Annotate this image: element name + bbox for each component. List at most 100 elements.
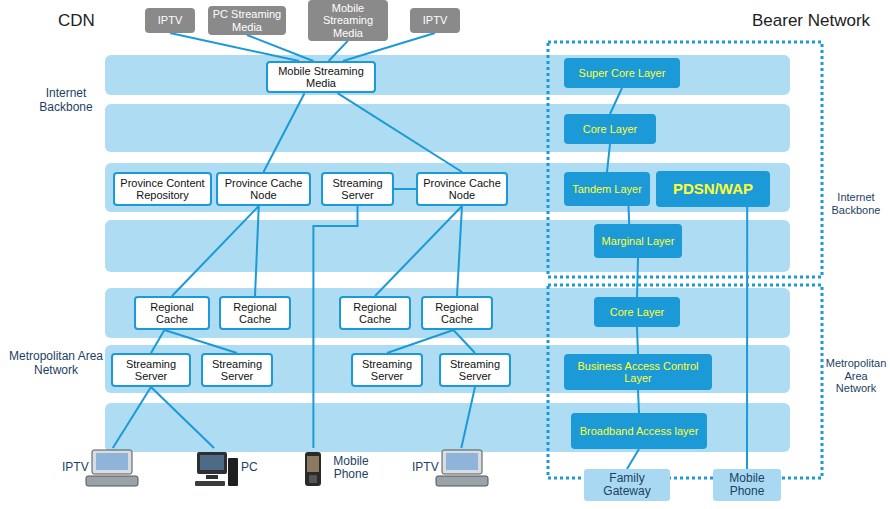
node-text: Mobile Streaming Media [311, 2, 385, 38]
region-label: Metropolitan Area Network [824, 357, 888, 395]
node-text: Regional Cache [426, 301, 488, 325]
connector-line [461, 387, 475, 448]
layer-box: Core Layer [594, 297, 680, 327]
terminal-device: Mobile Phone [302, 448, 378, 488]
gateway-box: PDSN/WAP [656, 171, 770, 207]
terminal-device: IPTV [408, 448, 490, 488]
node-text: Province Content Repository [118, 177, 207, 201]
iptv-icon [436, 450, 488, 486]
connector-line [746, 207, 748, 469]
connector-line [607, 144, 610, 172]
connector-line [627, 449, 639, 469]
node-text: PC Streaming Media [211, 8, 283, 32]
layer-bands [105, 55, 790, 452]
iptv-icon [86, 450, 138, 486]
node-text: Mobile Phone [324, 455, 378, 481]
terminal-device: IPTV [60, 448, 140, 488]
node-text: Core Layer [583, 123, 637, 135]
cdn-source-box: Mobile Streaming Media [308, 0, 388, 40]
connector-line [637, 327, 638, 354]
connector-line [172, 206, 259, 296]
cdn-source-box: PC Streaming Media [208, 6, 286, 35]
cdn-node-box: Regional Cache [134, 296, 210, 330]
node-text: IPTV [412, 461, 439, 474]
node-text: Streaming Server [206, 358, 268, 382]
region-label: Internet Backbone [825, 191, 887, 216]
layer-box: Business Access Control Layer [564, 354, 712, 390]
node-text: Broadband Access layer [580, 425, 699, 437]
cdn-node-box: Regional Cache [421, 296, 493, 330]
connector-line [151, 387, 214, 448]
region-label: Metropolitan Area Network [6, 350, 106, 378]
connector-line [255, 206, 259, 296]
node-text: Regional Cache [224, 301, 286, 325]
terminal-device: PC [193, 448, 263, 488]
cdn-source-box: IPTV [145, 8, 195, 33]
node-text: Family Gateway [588, 472, 666, 498]
layer-box: Marginal Layer [594, 224, 682, 258]
cdn-node-box: Province Cache Node [216, 172, 311, 206]
band [105, 220, 790, 272]
band [105, 104, 790, 152]
dashed-region [548, 285, 822, 478]
node-text: PDSN/WAP [673, 181, 753, 198]
node-text: Mobile Streaming Media [271, 65, 371, 89]
node-text: Tandem Layer [572, 183, 642, 195]
phone-icon [305, 452, 321, 486]
connector-line [329, 41, 348, 61]
node-text: IPTV [62, 461, 89, 474]
cdn-node-box: Regional Cache [339, 296, 411, 330]
cdn-node-box: Province Content Repository [113, 172, 212, 206]
connector-line [387, 330, 453, 353]
node-text: Streaming Server [444, 358, 506, 382]
endpoint-box: Mobile Phone [713, 469, 781, 501]
cdn-node-box: Streaming Server [201, 353, 273, 387]
connector-line [453, 330, 475, 353]
endpoint-box: Family Gateway [584, 469, 670, 501]
dashed-region [548, 42, 822, 277]
connector-line [638, 390, 639, 413]
connector-line [457, 206, 462, 296]
cdn-node-box: Streaming Server [439, 353, 511, 387]
connector-line [164, 330, 237, 353]
node-text: Super Core Layer [579, 67, 666, 79]
layer-box: Core Layer [564, 114, 656, 144]
section-title: CDN [58, 11, 108, 31]
cdn-node-box: Streaming Server [111, 353, 191, 387]
cdn-source-box: IPTV [410, 8, 460, 33]
connector-line [628, 206, 631, 224]
band [105, 288, 790, 338]
band [105, 403, 790, 452]
cdn-node-box: Streaming Server [351, 353, 423, 387]
cdn-node-box: Regional Cache [219, 296, 291, 330]
band [105, 163, 790, 212]
node-text: Streaming Server [116, 358, 186, 382]
node-text: IPTV [423, 14, 447, 26]
cdn-node-box: Streaming Server [321, 172, 394, 206]
region-outlines [548, 42, 822, 478]
cdn-node-box: Mobile Streaming Media [266, 61, 376, 93]
connector-line [394, 188, 416, 190]
section-title: Bearer Network [752, 11, 877, 31]
region-label: Internet Backbone [26, 87, 106, 115]
connector-line [637, 258, 638, 297]
node-text: Streaming Server [326, 177, 389, 201]
connector-line [338, 93, 463, 172]
node-text: Mobile Phone [717, 472, 777, 498]
layer-box: Super Core Layer [564, 58, 680, 88]
connector-line [151, 330, 164, 353]
node-text: Marginal Layer [602, 235, 675, 247]
connector-line [113, 387, 151, 448]
pc-icon [195, 452, 238, 486]
layer-box: Broadband Access layer [571, 413, 707, 449]
node-text: IPTV [158, 14, 182, 26]
node-text: Regional Cache [344, 301, 406, 325]
node-text: Province Cache Node [421, 177, 503, 201]
band [105, 345, 790, 393]
connector-line [375, 206, 462, 296]
connector-line [610, 88, 622, 114]
node-text: Regional Cache [139, 301, 205, 325]
